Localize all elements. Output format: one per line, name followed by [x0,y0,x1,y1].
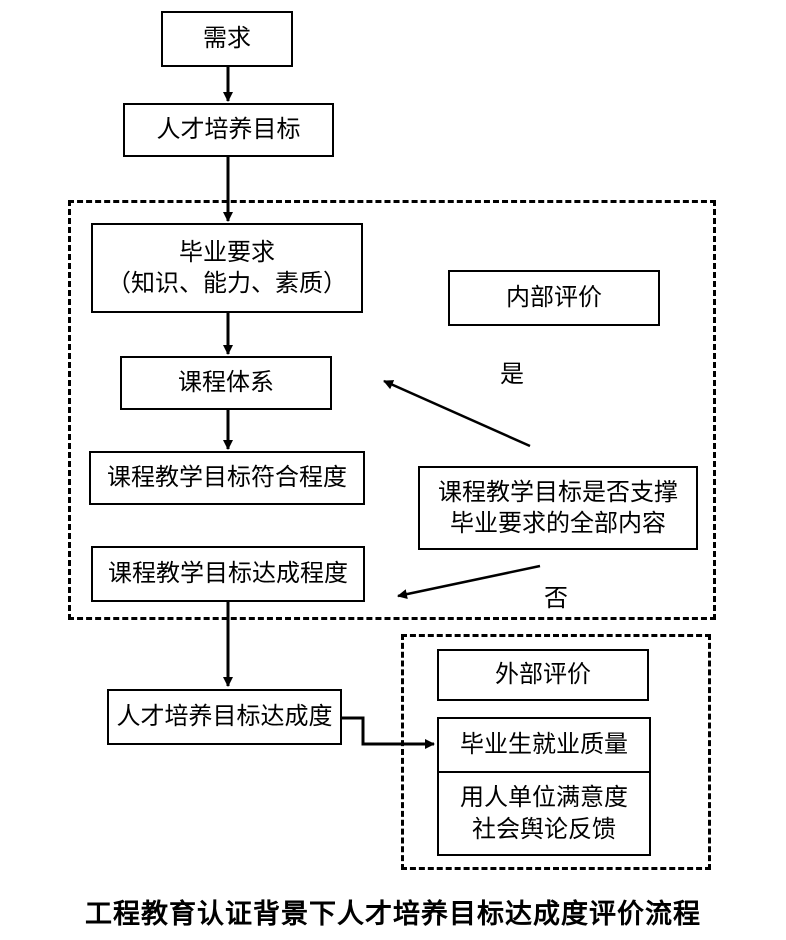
internal-eval-label: 内部评价 [506,283,602,312]
employment-quality-box: 毕业生就业质量 [437,717,651,773]
demand-label: 需求 [203,24,251,53]
talent-goal-box: 人才培养目标 [123,103,334,157]
internal-evaluation-group [68,200,716,620]
feedback-box: 用人单位满意度 社会舆论反馈 [437,771,651,856]
feedback-line1: 用人单位满意度 [460,783,628,812]
internal-evaluation-box: 内部评价 [448,270,660,326]
talent-achieve-label: 人才培养目标达成度 [116,702,333,731]
external-eval-label: 外部评价 [495,660,591,689]
external-evaluation-group [401,634,711,870]
figure-caption: 工程教育认证背景下人才培养目标达成度评价流程 [85,899,701,930]
course-fit-box: 课程教学目标符合程度 [89,451,365,505]
arrow-no-to-course-achieve [397,564,541,600]
support-question-line2: 毕业要求的全部内容 [450,509,666,537]
external-evaluation-box: 外部评价 [437,649,649,701]
no-label: 否 [544,584,568,612]
course-fit-label: 课程教学目标符合程度 [107,463,347,492]
arrow-talent-achieve-to-employment [342,716,435,749]
support-question-box: 课程教学目标是否支撑 毕业要求的全部内容 [418,466,698,550]
feedback-line2: 社会舆论反馈 [472,814,616,843]
employment-quality-label: 毕业生就业质量 [460,730,628,759]
talent-goal-label: 人才培养目标 [156,115,301,144]
arrow-yes-back-to-curriculum [383,379,531,448]
curriculum-label: 课程体系 [178,368,274,397]
demand-box: 需求 [161,11,293,67]
course-achieve-label: 课程教学目标达成程度 [108,559,348,588]
curriculum-box: 课程体系 [120,356,332,410]
yes-label: 是 [500,360,524,388]
support-question-line1: 课程教学目标是否支撑 [438,477,678,506]
grad-req-line2: （知识、能力、素质） [107,269,347,297]
course-achieve-box: 课程教学目标达成程度 [91,546,365,602]
graduation-requirements-box: 毕业要求 （知识、能力、素质） [91,223,363,313]
talent-achieve-box: 人才培养目标达成度 [107,689,342,745]
grad-req-line1: 毕业要求 [179,237,275,266]
